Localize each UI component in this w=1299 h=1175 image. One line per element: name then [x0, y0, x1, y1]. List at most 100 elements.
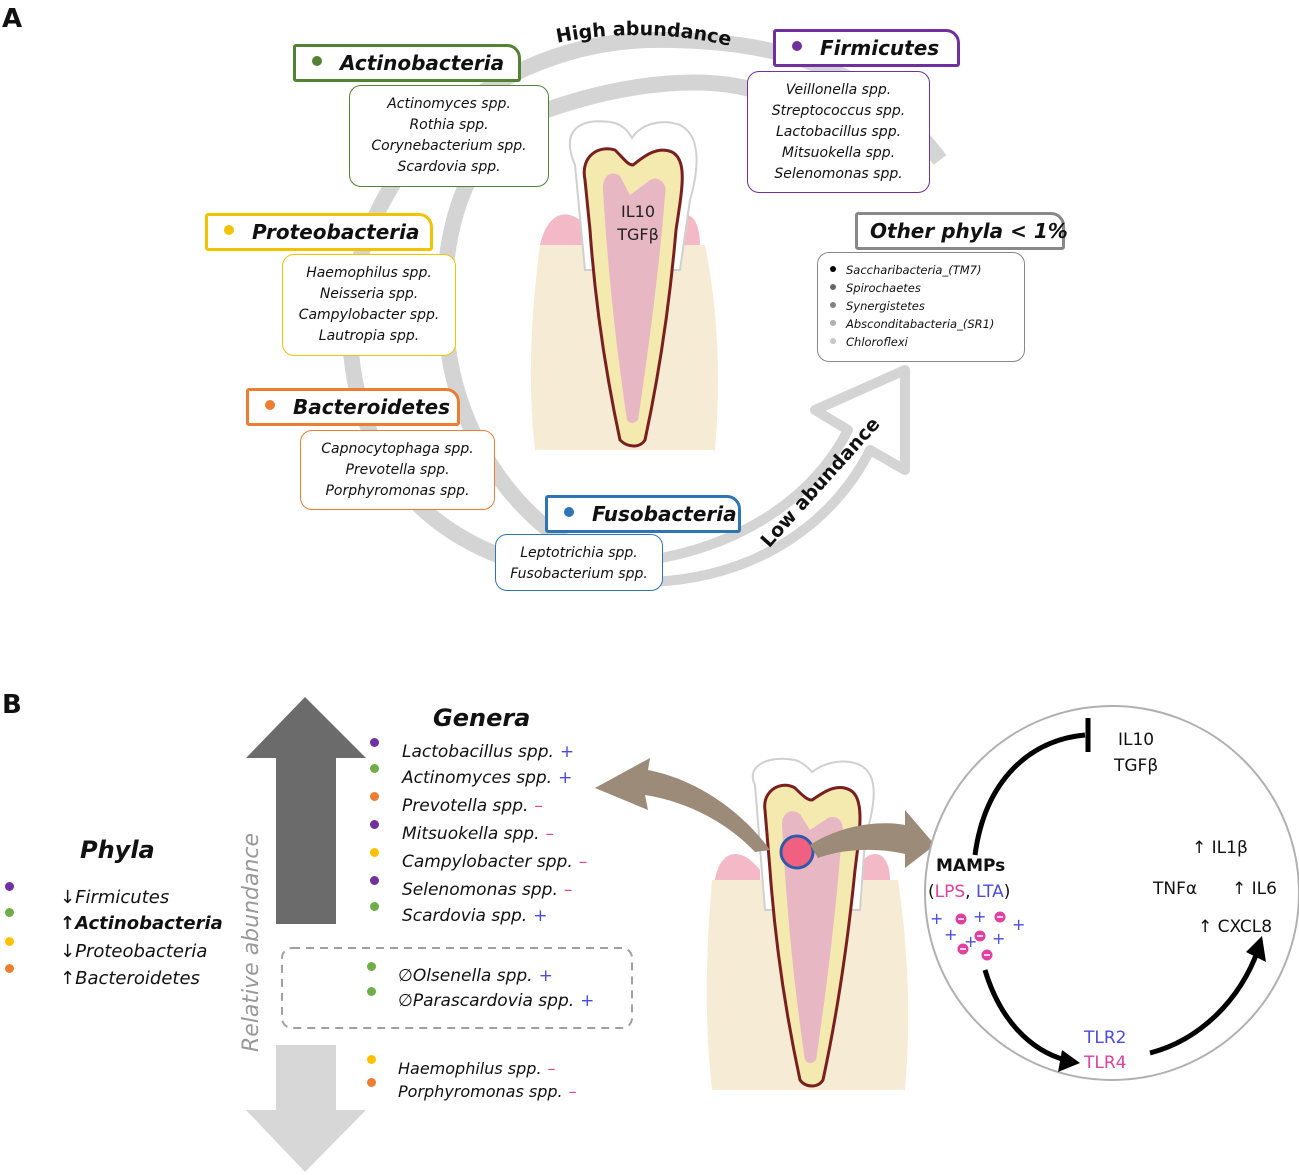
- charge-plus: +: [1012, 915, 1025, 934]
- tlr-cytokine-arc: [1149, 949, 1261, 1056]
- circle-tlr4: TLR4: [1084, 1053, 1127, 1073]
- genus-up-item: Lactobacillus spp.+: [402, 742, 575, 762]
- genus-dot: [370, 738, 379, 747]
- circle-il10: IL10: [1118, 730, 1155, 750]
- tooth-il10: IL10: [621, 202, 655, 221]
- genus-dot: [367, 1055, 376, 1064]
- other-item: Synergistetes: [830, 299, 925, 313]
- genus-item: Streptococcus spp.: [771, 103, 906, 119]
- charge-plus: +: [930, 909, 943, 928]
- genus-item: Scardovia spp.: [397, 159, 501, 175]
- tooth-to-circle-arrow: [810, 810, 935, 868]
- phylum-dot: [792, 41, 802, 51]
- genus-item: Haemophilus spp.: [306, 265, 432, 281]
- other-dot: [830, 302, 836, 308]
- circle-cxcl8: ↑ CXCL8: [1198, 917, 1273, 937]
- genera-title: Genera: [433, 704, 531, 732]
- genus-item: Mitsuokella spp.: [781, 145, 896, 161]
- phyla-title: Phyla: [80, 836, 155, 864]
- genera-to-tooth-arrow: [595, 758, 770, 852]
- phylum-tag-bacteroidetes: Bacteroidetes: [246, 388, 460, 426]
- genus-item: Rothia spp.: [409, 117, 489, 133]
- phylum-dot: [564, 507, 574, 517]
- other-item: Spirochaetes: [830, 281, 921, 295]
- phyla-dot: [5, 937, 14, 946]
- genus-item: Selenomonas spp.: [774, 166, 903, 182]
- lesion-marker: [779, 834, 815, 870]
- tooth-tgfb: TGFβ: [616, 225, 659, 244]
- charge-plus: +: [973, 907, 986, 926]
- circle-mamps-sources: (LPS, LTA): [928, 882, 1011, 902]
- other-dot: [830, 320, 836, 326]
- genus-item: Neisseria spp.: [319, 286, 419, 302]
- genus-dot: [370, 876, 379, 885]
- phylum-dot: [265, 400, 275, 410]
- genus-new-item: ∅Parascardovia spp.+: [398, 991, 595, 1011]
- genus-item: Campylobacter spp.: [298, 307, 440, 323]
- phyla-item: ↑Actinobacteria: [60, 913, 223, 934]
- phyla-item: ↓Proteobacteria: [60, 941, 208, 962]
- genus-item: Fusobacterium spp.: [510, 566, 648, 582]
- phylum-name: Actinobacteria: [340, 51, 505, 75]
- relative-abundance-label: Relative abundance: [239, 833, 264, 1052]
- new-genera-box: [281, 947, 633, 1029]
- other-item: Absconditabacteria_(SR1): [830, 317, 994, 331]
- genus-down-item: Haemophilus spp.–: [398, 1059, 556, 1078]
- genus-item: Corynebacterium spp.: [371, 138, 527, 154]
- circle-tnfa: TNFα: [1153, 879, 1198, 899]
- inner-ring: [436, 74, 784, 583]
- genus-new-item: ∅Olsenella spp.+: [398, 966, 553, 986]
- tooth-a-icon: [530, 120, 718, 450]
- phyla-dot: [5, 882, 14, 891]
- genus-box-bacteroidetes: Capnocytophaga spp. Prevotella spp. Porp…: [300, 430, 495, 510]
- mamps-tlr-arrowhead: [1058, 1050, 1080, 1072]
- other-item: Saccharibacteria_(TM7): [830, 263, 981, 277]
- genus-item: Lactobacillus spp.: [775, 124, 902, 140]
- circle-mamps: MAMPs: [936, 856, 1006, 876]
- phylum-dot: [224, 225, 234, 235]
- genus-item: Actinomyces spp.: [387, 96, 511, 112]
- panel-b-graphics: Relative abundance + + + + + +: [239, 697, 1299, 1172]
- genus-dot: [370, 792, 379, 801]
- genus-up-item: Actinomyces spp.+: [402, 768, 573, 788]
- tooth-b-icon: [706, 757, 909, 1090]
- genus-dot: [370, 764, 379, 773]
- mamps-tlr-arc: [982, 969, 1066, 1063]
- genus-item: Veillonella spp.: [785, 82, 892, 98]
- genus-box-firmicutes: Veillonella spp. Streptococcus spp. Lact…: [747, 71, 930, 193]
- phylum-tag-other: Other phyla < 1%: [855, 212, 1068, 250]
- increase-arrow: [246, 697, 366, 924]
- phylum-name: Proteobacteria: [252, 220, 420, 244]
- other-phyla-title: Other phyla < 1%: [870, 219, 1068, 243]
- circle-il6: ↑ IL6: [1232, 879, 1277, 899]
- genus-item: Leptotrichia spp.: [520, 545, 638, 561]
- low-abundance-arrow: [645, 365, 910, 587]
- phylum-tag-fusobacteria: Fusobacteria: [545, 495, 741, 533]
- phyla-dot: [5, 964, 14, 973]
- other-dot: [830, 284, 836, 290]
- inhibition-arc: [972, 732, 1086, 856]
- charge-plus: +: [944, 925, 957, 944]
- other-dot: [830, 338, 836, 344]
- other-item: Chloroflexi: [830, 335, 908, 349]
- genus-up-item: Mitsuokella spp.–: [402, 824, 555, 844]
- phylum-dot: [312, 56, 322, 66]
- genus-dot: [370, 848, 379, 857]
- other-dot: [830, 266, 836, 272]
- circle-il1b: ↑ IL1β: [1192, 838, 1248, 858]
- genus-item: Lautropia spp.: [318, 328, 420, 344]
- genus-box-proteobacteria: Haemophilus spp. Neisseria spp. Campylob…: [282, 254, 456, 356]
- genus-dot: [367, 1078, 376, 1087]
- genus-box-fusobacteria: Leptotrichia spp. Fusobacterium spp.: [495, 534, 663, 591]
- circle-tgfb: TGFβ: [1114, 756, 1159, 776]
- genus-dot: [367, 962, 376, 971]
- signaling-circle: [924, 705, 1299, 1081]
- charge-plus: +: [992, 929, 1005, 948]
- circle-tlr2: TLR2: [1084, 1028, 1127, 1048]
- phylum-tag-proteobacteria: Proteobacteria: [205, 213, 433, 251]
- phyla-item: ↑Bacteroidetes: [60, 968, 200, 989]
- genus-item: Prevotella spp.: [345, 462, 450, 478]
- panel-a-letter: A: [2, 4, 23, 34]
- phylum-tag-firmicutes: Firmicutes: [773, 29, 960, 67]
- low-abundance-text: Low abundance: [756, 413, 884, 552]
